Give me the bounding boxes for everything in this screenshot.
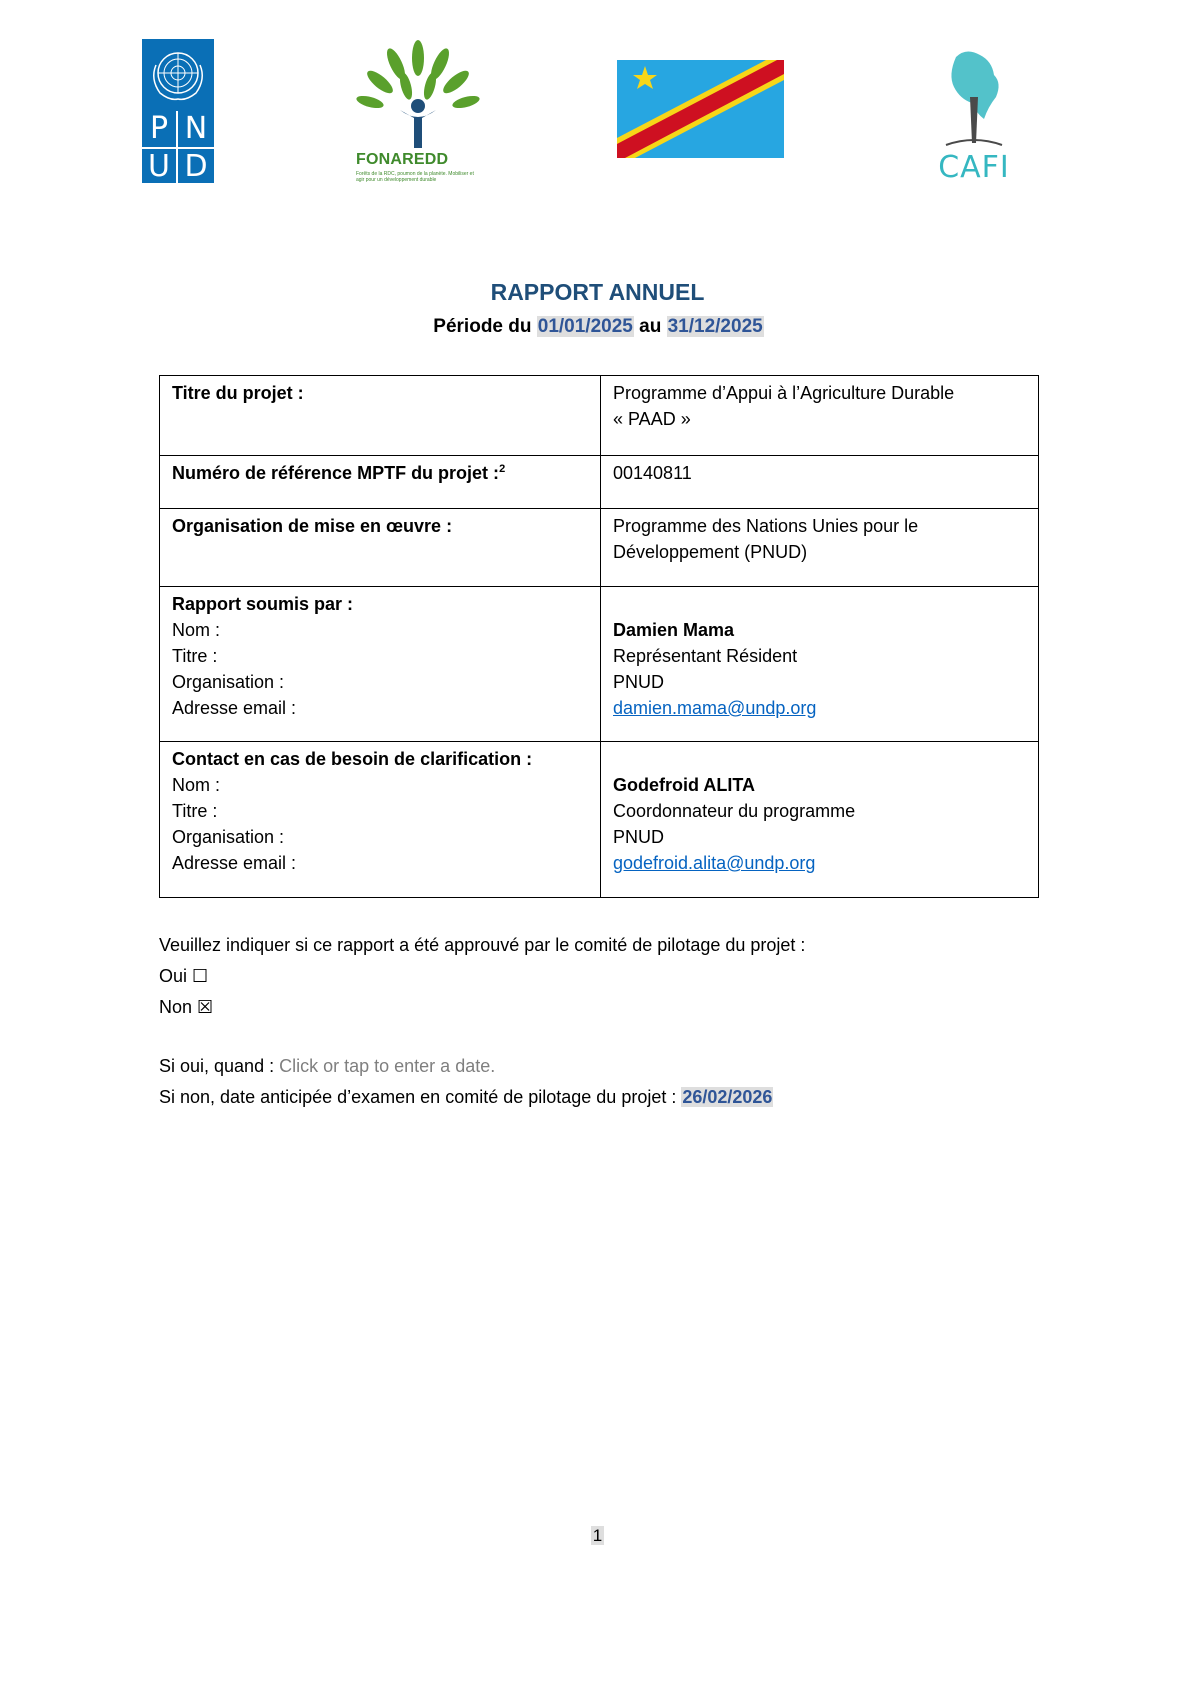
title-label: Titre : xyxy=(172,801,218,821)
approval-section: Veuillez indiquer si ce rapport a été ap… xyxy=(159,930,805,1113)
tree-icon xyxy=(356,40,480,148)
cafi-logo: CAFI xyxy=(936,47,1012,185)
page-number-text: 1 xyxy=(590,1526,605,1545)
submitted-by-labels: Rapport soumis par : Nom : Titre : Organ… xyxy=(159,586,601,742)
yes-checkbox[interactable]: ☐ xyxy=(192,966,209,986)
contact-title: Coordonnateur du programme xyxy=(613,801,856,821)
undp-letter: D xyxy=(184,149,208,184)
implementing-org-line: Programme des Nations Unies pour le xyxy=(613,516,919,536)
un-emblem-icon xyxy=(153,52,203,101)
if-yes-date-field[interactable]: Click or tap to enter a date. xyxy=(279,1056,496,1076)
if-yes-line: Si oui, quand : Click or tap to enter a … xyxy=(159,1051,805,1082)
table-row: Contact en cas de besoin de clarificatio… xyxy=(159,741,1039,898)
project-info-table: Titre du projet : Programme d’Appui à l’… xyxy=(159,375,1039,898)
project-title-label: Titre du projet : xyxy=(159,375,601,456)
organisation-label: Organisation : xyxy=(172,672,285,692)
mptf-reference-value: 00140811 xyxy=(600,455,1039,509)
implementing-org-line: Développement (PNUD) xyxy=(613,542,808,562)
implementing-org-label: Organisation de mise en œuvre : xyxy=(159,508,601,587)
period-end-date[interactable]: 31/12/2025 xyxy=(666,316,764,337)
table-row: Organisation de mise en œuvre : Programm… xyxy=(159,508,1039,587)
yes-option: Oui ☐ xyxy=(159,961,805,992)
organisation-label: Organisation : xyxy=(172,827,285,847)
email-label: Adresse email : xyxy=(172,698,297,718)
period-prefix: Période du xyxy=(433,316,532,337)
contact-labels: Contact en cas de besoin de clarificatio… xyxy=(159,741,601,898)
name-label: Nom : xyxy=(172,775,221,795)
no-option: Non ☒ xyxy=(159,992,805,1023)
page-number: 1 xyxy=(0,1526,1190,1546)
contact-org: PNUD xyxy=(613,827,665,847)
project-title-line: Programme d’Appui à l’Agriculture Durabl… xyxy=(613,383,955,403)
undp-letters: P N U D xyxy=(142,111,214,185)
contact-heading: Contact en cas de besoin de clarificatio… xyxy=(172,749,533,769)
table-row: Numéro de référence MPTF du projet :2 00… xyxy=(159,455,1039,509)
no-checkbox[interactable]: ☒ xyxy=(197,997,214,1017)
if-no-label: Si non, date anticipée d’examen en comit… xyxy=(159,1087,677,1107)
title-label: Titre : xyxy=(172,646,218,666)
implementing-org-value: Programme des Nations Unies pour le Déve… xyxy=(600,508,1039,587)
mptf-reference-label: Numéro de référence MPTF du projet :2 xyxy=(159,455,601,509)
submitter-email-link[interactable]: damien.mama@undp.org xyxy=(613,698,817,718)
if-no-date-field[interactable]: 26/02/2026 xyxy=(681,1087,774,1107)
yes-label: Oui xyxy=(159,966,188,986)
period-start-date[interactable]: 01/01/2025 xyxy=(536,316,634,337)
project-title-line: « PAAD » xyxy=(613,409,691,429)
undp-letter: U xyxy=(142,149,178,185)
table-row: Rapport soumis par : Nom : Titre : Organ… xyxy=(159,586,1039,742)
fonaredd-name: FONAREDD xyxy=(356,151,449,168)
mptf-reference-label-text: Numéro de référence MPTF du projet : xyxy=(172,463,500,483)
africa-tree-icon xyxy=(945,51,1003,146)
fonaredd-logo: FONAREDD Forêts de la RDC, poumon de la … xyxy=(356,40,480,188)
contact-email-link[interactable]: godefroid.alita@undp.org xyxy=(613,853,816,873)
submitter-org: PNUD xyxy=(613,672,665,692)
submitter-name: Damien Mama xyxy=(613,620,735,640)
email-label: Adresse email : xyxy=(172,853,297,873)
table-row: Titre du projet : Programme d’Appui à l’… xyxy=(159,375,1039,456)
report-period: Période du 01/01/2025 au 31/12/2025 xyxy=(0,316,1190,338)
undp-letter: P xyxy=(142,111,178,149)
submitter-title: Représentant Résident xyxy=(613,646,798,666)
undp-letter: N xyxy=(178,111,214,149)
undp-logo: P N U D xyxy=(142,39,214,185)
footnote-marker: 2 xyxy=(499,463,506,475)
project-title-value: Programme d’Appui à l’Agriculture Durabl… xyxy=(600,375,1039,456)
name-label: Nom : xyxy=(172,620,221,640)
if-yes-label: Si oui, quand : xyxy=(159,1056,275,1076)
approval-question: Veuillez indiquer si ce rapport a été ap… xyxy=(159,935,806,955)
period-mid: au xyxy=(639,316,662,337)
no-label: Non xyxy=(159,997,193,1017)
contact-values: Godefroid ALITA Coordonnateur du program… xyxy=(600,741,1039,898)
cafi-name: CAFI xyxy=(938,150,1010,185)
submitted-by-heading: Rapport soumis par : xyxy=(172,594,354,614)
submitted-by-values: Damien Mama Représentant Résident PNUD d… xyxy=(600,586,1039,742)
report-title: RAPPORT ANNUEL xyxy=(490,279,705,305)
if-no-line: Si non, date anticipée d’examen en comit… xyxy=(159,1082,805,1113)
fonaredd-tagline: Forêts de la RDC, poumon de la planète. … xyxy=(356,171,474,183)
contact-name: Godefroid ALITA xyxy=(613,775,755,795)
drc-flag-icon xyxy=(617,60,784,158)
